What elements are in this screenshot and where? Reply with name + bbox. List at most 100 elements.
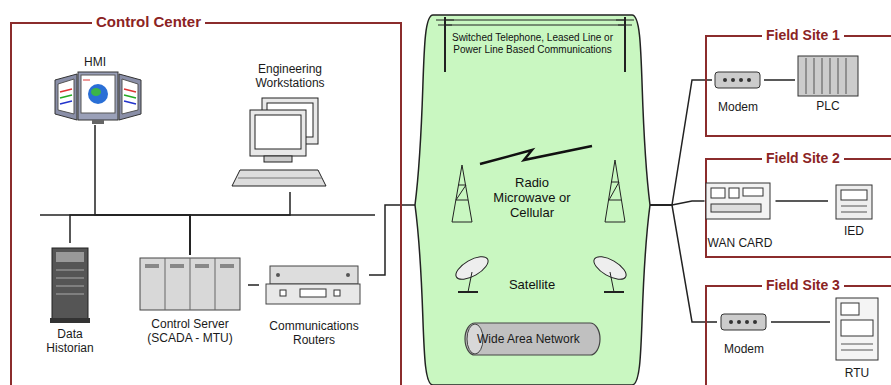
node-label: Switched Telephone, Leased Line or Power… <box>450 32 615 55</box>
hmi-icon-part <box>60 101 72 104</box>
historian-icon-part <box>56 252 84 262</box>
site-title: Field Site 2 <box>762 149 844 167</box>
router-icon-part <box>346 273 350 277</box>
radio-towers-part <box>458 185 466 186</box>
server-icon-part <box>145 264 159 268</box>
workstation-icon-part <box>264 156 292 162</box>
router-icon <box>266 266 360 304</box>
router-icon-part <box>276 273 280 277</box>
wan-card-icon-part <box>711 188 725 198</box>
node-label: Modem <box>718 100 758 114</box>
historian-icon-part <box>56 294 84 295</box>
telephone-poles-part <box>445 25 625 26</box>
rtu-icon-part <box>841 320 873 336</box>
modem-icon-part <box>715 72 760 88</box>
node-label: WAN CARD <box>708 236 773 250</box>
hmi-icon-part <box>92 120 104 124</box>
radio-towers-part <box>456 200 468 201</box>
hmi-icon-part <box>58 79 74 114</box>
workstation-icon-part <box>232 170 326 186</box>
satellite-dishes-part <box>604 291 624 293</box>
modem-icon-part <box>753 320 757 324</box>
node-label: Wide Area Network <box>477 332 580 346</box>
plc-icon-part <box>838 58 839 94</box>
hmi-icon <box>55 72 141 124</box>
ied-icon <box>836 185 872 219</box>
historian-icon-part <box>50 318 90 323</box>
workstation-icon-part <box>255 115 301 149</box>
connector <box>764 79 795 81</box>
radio-towers-part <box>611 182 619 183</box>
historian-icon-part <box>56 286 84 287</box>
node-label: Communications Routers <box>259 319 369 347</box>
modem-icon <box>715 72 760 88</box>
wan-card-icon-part <box>706 183 770 219</box>
historian-icon-part <box>56 270 84 271</box>
hmi-icon-part <box>124 101 136 104</box>
site-title: Control Center <box>92 13 205 31</box>
workstation-icon <box>232 98 326 186</box>
node-label: RTU <box>845 366 869 380</box>
historian-icon <box>50 248 90 323</box>
node-label: HMI <box>84 55 106 69</box>
router-icon-part <box>334 290 340 296</box>
hmi-icon-part <box>83 80 90 81</box>
server-icon-part <box>190 258 191 310</box>
server-icon-part <box>220 264 234 268</box>
connector <box>95 125 190 255</box>
router-icon-part <box>300 289 326 297</box>
connector <box>776 200 829 202</box>
telephone-poles-part <box>445 20 625 21</box>
server-icon-part <box>140 258 240 310</box>
hmi-icon-part <box>88 84 108 104</box>
node-label: Engineering Workstations <box>232 62 348 90</box>
node-label: PLC <box>816 99 839 113</box>
ied-icon-part <box>841 190 867 200</box>
connector <box>248 284 259 286</box>
plc-icon-part <box>798 56 858 96</box>
modem-icon-part <box>747 78 751 82</box>
plc-icon-part <box>822 58 823 94</box>
site-title: Field Site 3 <box>762 276 844 294</box>
hmi-icon-part <box>124 89 136 92</box>
hmi-icon-part <box>122 79 138 114</box>
rtu-icon-part <box>841 344 873 345</box>
plc-icon-part <box>846 58 847 94</box>
router-icon-part <box>270 266 358 284</box>
hmi-icon-part <box>78 72 118 120</box>
plc-icon-part <box>830 58 831 94</box>
ied-icon-part <box>841 212 867 213</box>
modem-icon-part <box>739 78 743 82</box>
node-label: Radio Microwave or Cellular <box>492 175 572 220</box>
modem-icon <box>721 314 766 330</box>
server-icon <box>140 258 240 310</box>
plc-icon <box>798 56 858 96</box>
connector <box>190 192 290 255</box>
node-label: IED <box>844 224 864 238</box>
hmi-icon-part <box>60 95 72 98</box>
modem-icon-part <box>745 320 749 324</box>
node-label: Modem <box>724 342 764 356</box>
node-label: Control Server (SCADA - MTU) <box>132 317 248 345</box>
workstation-icon-part <box>250 110 306 156</box>
modem-icon-part <box>721 314 766 330</box>
site-title: Field Site 1 <box>762 26 844 44</box>
node-label: Data Historian <box>37 327 103 355</box>
modem-icon-part <box>723 78 727 82</box>
hmi-icon-part <box>81 75 115 113</box>
plc-icon-part <box>814 58 815 94</box>
modem-icon-part <box>731 78 735 82</box>
connector <box>369 205 415 275</box>
connector <box>650 80 712 205</box>
hmi-icon-part <box>55 74 77 120</box>
ied-icon-part <box>836 185 872 219</box>
wan-cylinder: Wide Area Network <box>465 323 600 355</box>
satellite-dishes-part <box>458 291 478 293</box>
hmi-icon-part <box>119 74 141 120</box>
server-icon-part <box>165 258 166 310</box>
router-icon-part <box>266 284 360 304</box>
plc-icon-part <box>806 58 807 94</box>
radio-towers-part <box>609 200 621 201</box>
